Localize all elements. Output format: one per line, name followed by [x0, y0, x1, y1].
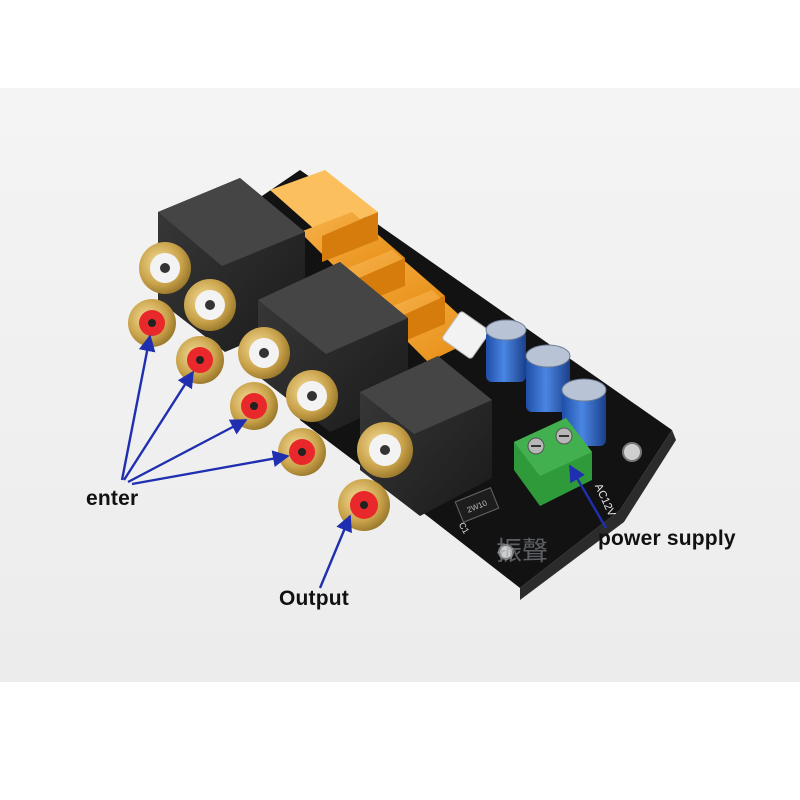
- header-connector: [442, 311, 490, 359]
- rca-jack-in2-red: [176, 336, 224, 384]
- arrow: [120, 334, 156, 481]
- pcb-edge: [520, 430, 676, 600]
- rca-jack-in4-white: [286, 370, 338, 422]
- bridge-chip: [454, 487, 500, 523]
- arrow: [127, 418, 248, 484]
- rca-jack-in1-white: [139, 242, 191, 294]
- rca-jack-in2-white: [184, 279, 236, 331]
- mount-hole: [498, 544, 514, 560]
- label-enter: enter: [86, 487, 139, 510]
- watermark: 振聲: [496, 537, 548, 567]
- rca-jack-in3-white: [238, 327, 290, 379]
- rca-jack-out-white: [357, 422, 413, 478]
- relay: [322, 212, 378, 262]
- arrow: [131, 450, 290, 486]
- input-arrows: [120, 334, 290, 486]
- label-output: Output: [279, 587, 350, 610]
- mount-hole: [622, 442, 642, 462]
- output-arrow: [318, 514, 352, 589]
- rca-jack-in1-red: [128, 299, 176, 347]
- label-power-supply: power supply: [598, 527, 736, 550]
- power-arrow: [568, 464, 608, 529]
- arrow: [122, 370, 195, 481]
- capacitor-group: [485, 319, 607, 446]
- terminal-block: [514, 418, 592, 506]
- rca-jack-in3-red: [230, 382, 278, 430]
- rca-jack-in4-red: [278, 428, 326, 476]
- silkscreen-c1: C1: [457, 521, 471, 536]
